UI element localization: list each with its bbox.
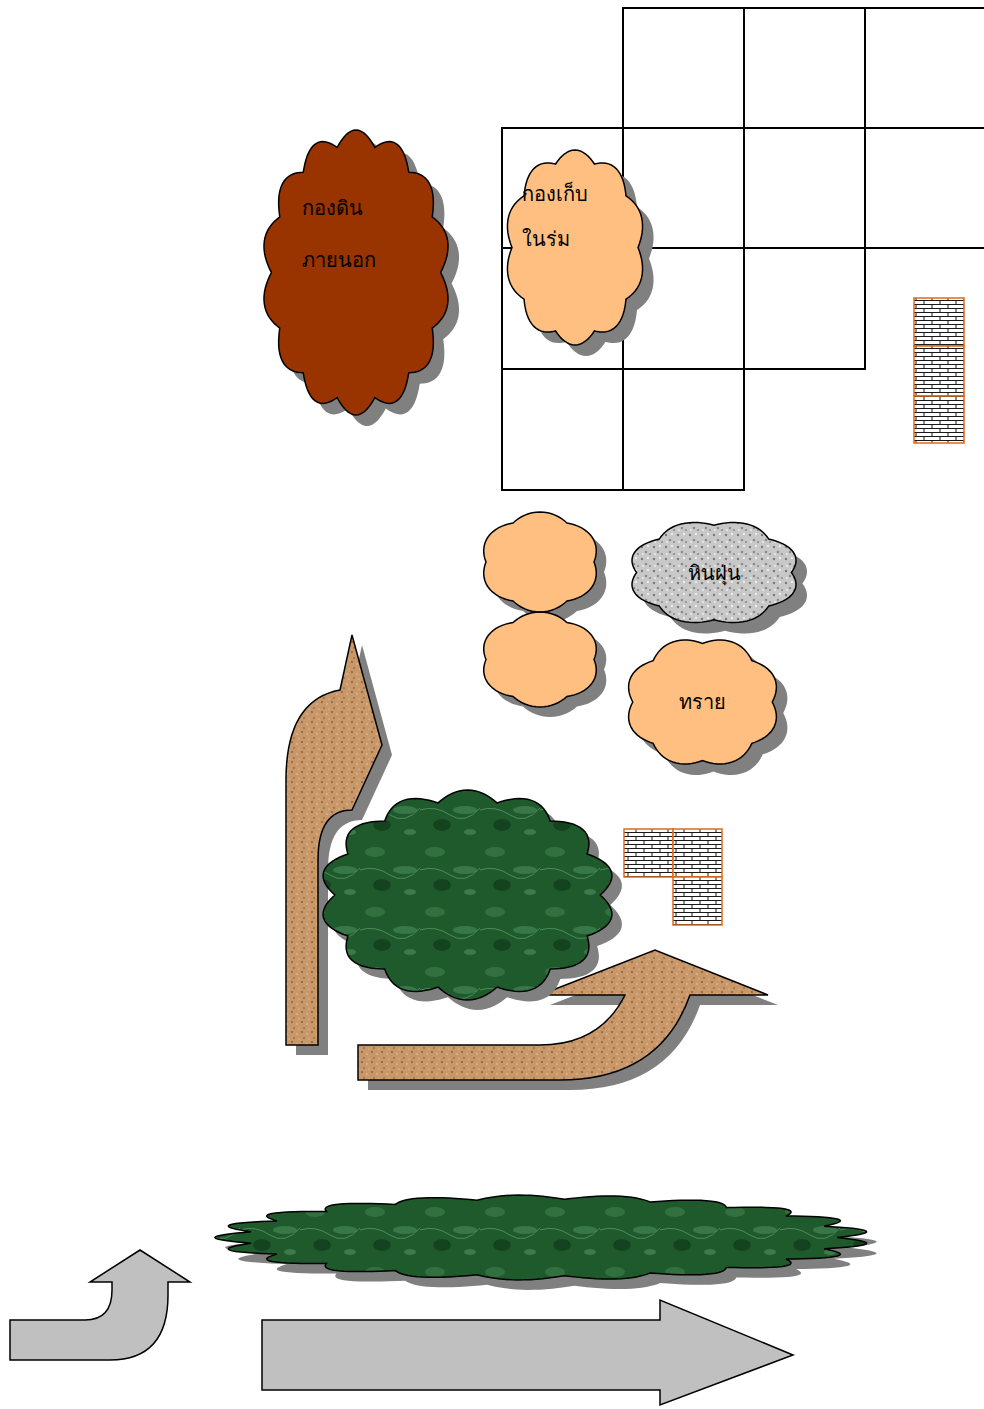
road-arrow — [262, 1300, 793, 1405]
pile-fill — [264, 130, 448, 415]
pile-fill — [632, 522, 796, 622]
stock-pile: กองดิน ภายนอก — [262, 130, 450, 415]
pile-fill — [629, 640, 777, 764]
brick-stack — [914, 298, 964, 443]
tree-clump — [323, 790, 622, 1010]
pile-label: กองดิน ภายนอก — [302, 182, 398, 286]
stock-pile: ทราย — [625, 637, 780, 767]
stock-pile: หินฝุ่น — [628, 520, 800, 625]
storage-grid — [502, 8, 984, 490]
stock-pile: กองเก็บ ในร่ม — [505, 150, 645, 345]
pile-label: กองเก็บ ในร่ม — [522, 172, 608, 262]
pile-label: หินฝุ่น — [688, 560, 741, 586]
brick-stack — [624, 829, 722, 925]
pile-fill — [507, 150, 642, 345]
entry-arrow — [10, 1250, 190, 1360]
tree-row — [215, 1195, 877, 1290]
material-pile — [484, 612, 607, 717]
pile-label: ทราย — [679, 689, 726, 715]
pile-outline — [262, 130, 450, 415]
material-pile — [484, 512, 607, 622]
